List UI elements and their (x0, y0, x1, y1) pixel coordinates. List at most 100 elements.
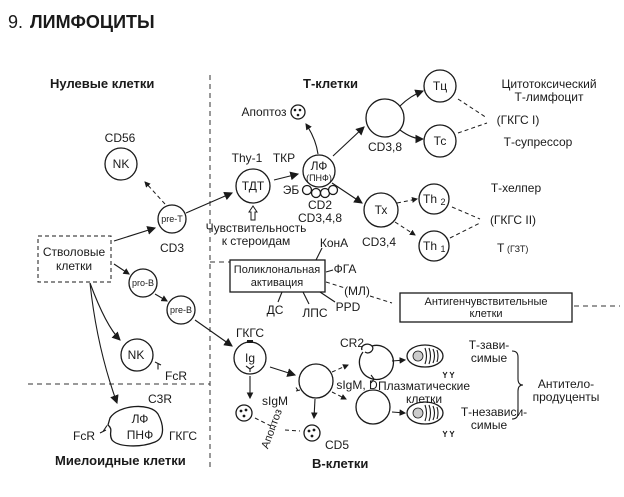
sigm-label: sIgM (262, 394, 288, 408)
steroid-label-2: к стероидам (222, 234, 291, 248)
mitogen-line (302, 291, 310, 305)
up-arrow-icon (248, 205, 258, 221)
mitogen-ml: (МЛ) (344, 284, 370, 298)
t-independent-b-cell (355, 389, 391, 425)
antibody-producers-2: продуценты (533, 390, 600, 404)
cd8-precursor-cell (365, 98, 405, 138)
rosette-ball (310, 187, 322, 199)
antigen-sensitive-label-2: клетки (469, 308, 502, 320)
antigen-sensitive-box (399, 292, 573, 323)
antibody-icon (245, 365, 255, 372)
cd348-label: CD3,4,8 (298, 211, 342, 225)
header-myeloid-cells: Миелоидные клетки (55, 453, 186, 468)
link-ts-mhc1 (457, 122, 488, 134)
arrow-cd8-to-ts (399, 129, 425, 144)
mhc2-label: (ГКГС II) (490, 213, 536, 227)
arrow-sigm-to-apoptosis (310, 398, 318, 420)
arrow-stem-to-pret (113, 226, 157, 242)
mitogen-ppd: PPD (336, 300, 361, 314)
figure-number: 9. (8, 12, 23, 32)
th-helper-precursor-cell (363, 192, 399, 228)
cd2-label: CD2 (308, 198, 332, 212)
arrow-th-to-th2 (396, 197, 418, 204)
nk2-cell (120, 338, 154, 372)
arrow-stem-to-nk2 (89, 282, 121, 341)
sigm-b-cell (298, 363, 334, 399)
suppressor-label: Т-супрессор (504, 135, 573, 149)
t-dep-label-2: симые (471, 351, 508, 365)
mitogen-lps: ЛПС (302, 306, 328, 320)
th2-sub: 2 (440, 197, 445, 207)
tdt-cell (235, 168, 271, 204)
header-b-cells: В-клетки (312, 456, 368, 471)
dth-label: Т (497, 241, 505, 255)
nk2-label: NK (128, 348, 145, 362)
apoptotic-body-icon (303, 424, 321, 442)
mhc1-label: (ГКГС I) (497, 113, 540, 127)
plasma-label-1: Плазматические (378, 379, 470, 393)
helper-label: Т-хелпер (491, 181, 542, 195)
pro-b-label: pro-B (132, 278, 154, 288)
antibody-icon (442, 371, 455, 378)
arrow-pret-to-nk (144, 181, 166, 205)
polyclonal-label-1: Поликлональная (234, 264, 320, 276)
myeloid-label-2: ПНФ (127, 428, 153, 442)
arrow-th-to-th1 (394, 221, 416, 236)
nk-label: NK (113, 157, 130, 171)
th1-main: Th (423, 239, 437, 253)
pre-b-cell (166, 295, 196, 325)
header-null-cells: Нулевые клетки (50, 76, 154, 91)
apoptotic-body-icon (235, 404, 253, 422)
pre-b-label: pre-B (170, 305, 192, 315)
myeloid-mhc: ГКГС (169, 429, 197, 443)
myeloid-c3r: C3R (148, 392, 172, 406)
arrow-to-plasma-t-dep (391, 357, 407, 364)
arrow-tdt-to-lf (273, 171, 300, 181)
mitogen-ml-line (325, 281, 393, 304)
lf-cell (302, 154, 336, 188)
mitogen-ds: ДС (267, 303, 284, 317)
eb-label: ЭБ (283, 183, 300, 197)
tcr-label: ТКР (273, 151, 295, 165)
arrow-ig-to-sigm (269, 366, 297, 377)
pre-t-cell (157, 204, 187, 234)
dth-sub: (ГЗТ) (507, 244, 528, 254)
header-t-cells: Т-клетки (303, 76, 358, 91)
t-indep-label-1: Т-независи- (461, 405, 527, 419)
pnf-label: (ПНФ) (306, 173, 332, 183)
arrow-sigm-to-lower (331, 391, 347, 400)
myeloid-cell (107, 405, 164, 447)
mitogen-line (277, 291, 283, 303)
nk-marker-cd56: CD56 (105, 131, 136, 145)
link-tc-mhc1 (457, 98, 488, 119)
tdt-label: ТДТ (242, 179, 265, 193)
arrow-cd8-to-tc (399, 89, 425, 107)
arrow-lf-to-apoptosis (305, 123, 319, 155)
cd38-label: CD3,8 (368, 140, 402, 154)
tc-cytotoxic-cell (423, 69, 457, 103)
th1-cell (418, 230, 450, 262)
rosette-ball (301, 184, 313, 196)
cytotoxic-label-1: Цитотоксический (501, 77, 596, 91)
lf-label: ЛФ (311, 159, 328, 173)
arrow-stem-to-myeloid (89, 282, 119, 405)
link-th1-mhc2 (449, 222, 481, 239)
ig-label: Ig (245, 351, 255, 365)
th2-main: Th (423, 192, 437, 206)
sigm-receptor-icon (295, 387, 301, 392)
th2-cell (418, 183, 450, 215)
brace-icon (511, 350, 524, 420)
thy1-label: Thy-1 (232, 151, 263, 165)
steroid-label-1: Чувствительность (206, 221, 307, 235)
antibody-icon (442, 430, 455, 437)
arrow-to-plasma-t-indep (391, 409, 407, 416)
mhc-marker-icon (247, 340, 253, 343)
pre-t-marker: CD3 (160, 241, 184, 255)
sigmd-label: sIgM, D (336, 378, 378, 392)
mitogen-kona: КонА (320, 236, 348, 250)
tc-label: Тц (433, 79, 447, 93)
rosette-ball (327, 184, 339, 196)
antibody-producers-1: Антитело- (538, 377, 594, 391)
myeloid-fcr: FcR (73, 429, 95, 443)
